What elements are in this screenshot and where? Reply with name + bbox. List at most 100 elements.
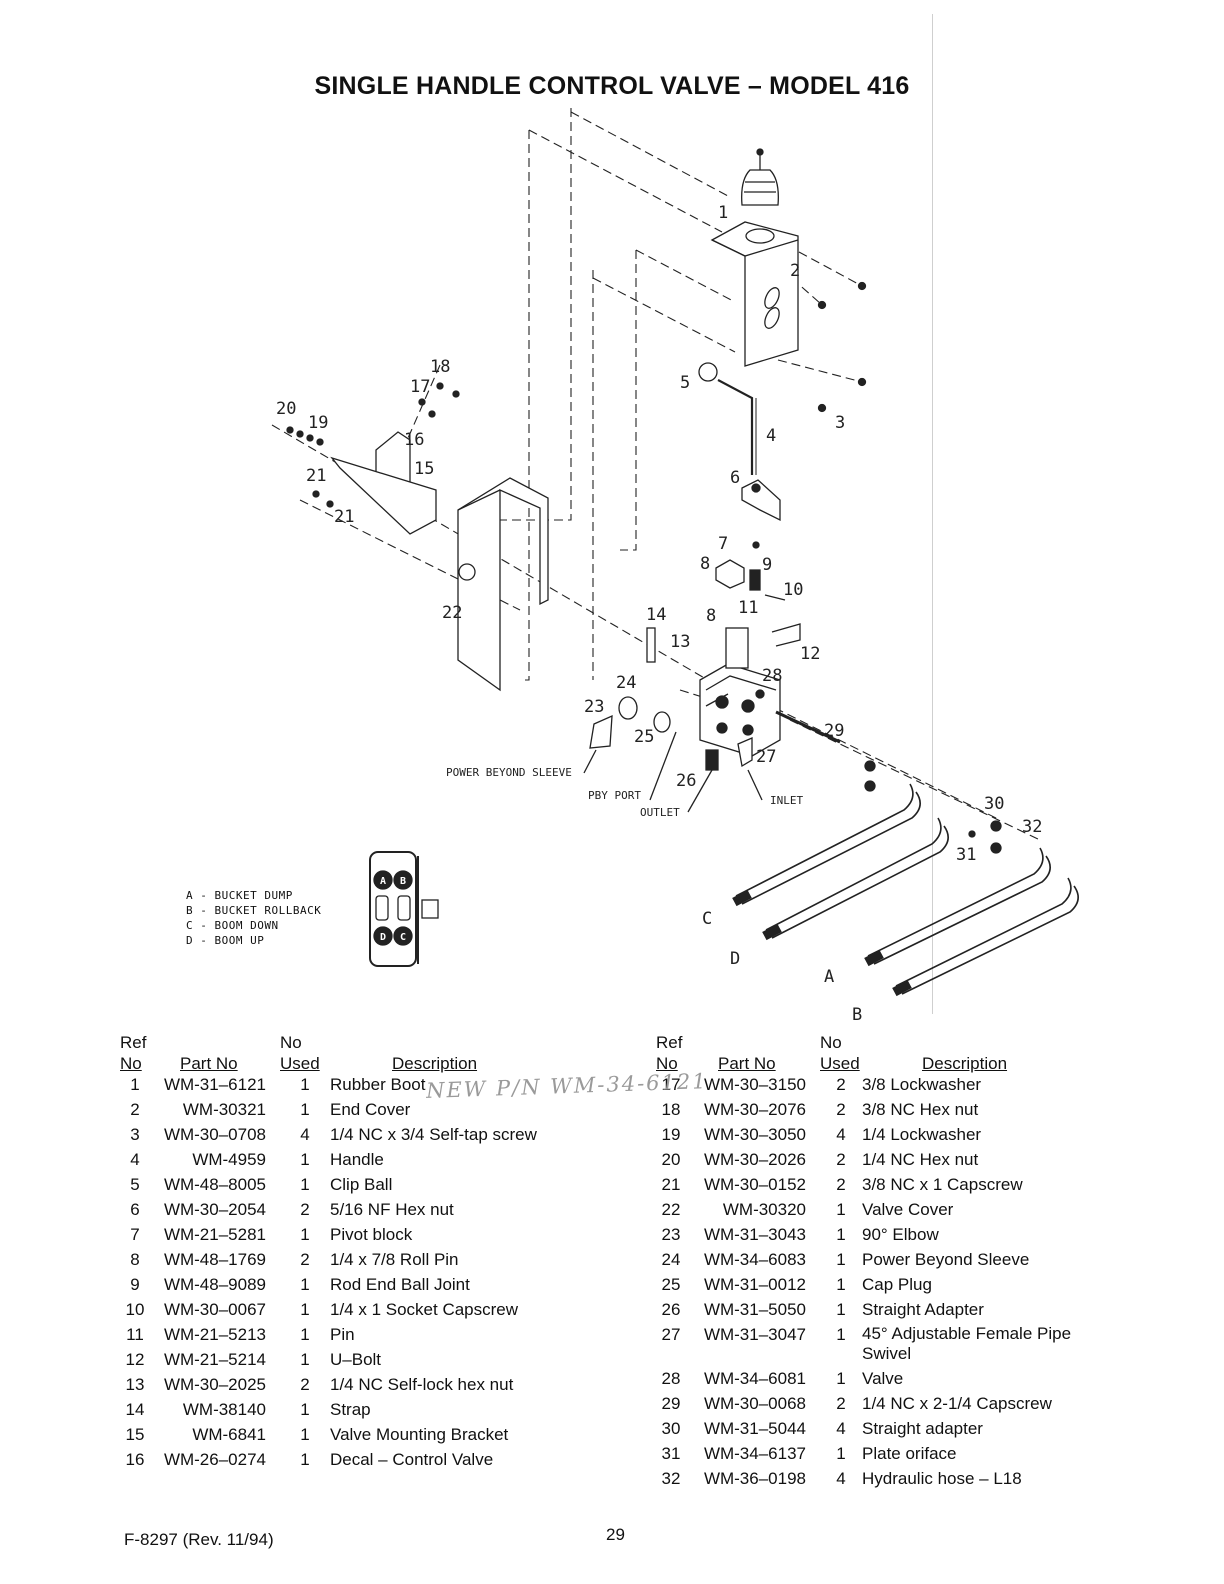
quantity-cell: 2 [300, 1250, 310, 1269]
quantity-cell: 1 [836, 1225, 846, 1244]
quantity-cell: 2 [836, 1394, 846, 1413]
description-cell: Hydraulic hose – L18 [862, 1469, 1022, 1488]
scan-fold-line [932, 14, 933, 1014]
quantity-cell: 1 [300, 1300, 310, 1319]
description-cell: Valve [862, 1369, 904, 1388]
header-no-top: No [820, 1033, 842, 1052]
description-cell: Decal – Control Valve [330, 1450, 494, 1469]
quantity-cell: 1 [300, 1425, 310, 1444]
callout-25: 25 [634, 727, 654, 747]
callout-2: 2 [790, 261, 800, 281]
part-number-cell: WM-30–2026 [703, 1150, 806, 1169]
description-cell: End Cover [330, 1100, 411, 1119]
quantity-cell: 1 [836, 1325, 846, 1344]
legend-item: D - BOOM UP [186, 934, 265, 947]
ref-cell: 2 [130, 1100, 140, 1119]
part-number-cell: WM-34–6083 [703, 1250, 806, 1269]
header-ref-top: Ref [120, 1033, 147, 1052]
description-cell: Clip Ball [330, 1175, 393, 1194]
description-cell: Strap [330, 1400, 371, 1419]
quantity-cell: 1 [836, 1369, 846, 1388]
part-number-cell: WM-21–5213 [163, 1325, 266, 1344]
description-cell: 1/4 NC Self-lock hex nut [330, 1375, 514, 1394]
part-number-cell: WM-31–0012 [703, 1275, 806, 1294]
description-cell: 5/16 NF Hex nut [330, 1200, 454, 1219]
ref-cell: 27 [661, 1325, 681, 1344]
callout-19: 19 [308, 413, 328, 433]
part-number-cell: WM-26–0274 [163, 1450, 266, 1469]
callout-23: 23 [584, 697, 604, 717]
part-number-cell: WM-6841 [192, 1425, 266, 1444]
callout-24: 24 [616, 673, 636, 693]
callout-10: 10 [783, 580, 803, 600]
plate-letter-c: C [400, 932, 406, 943]
part-number-cell: WM-30–2076 [703, 1100, 806, 1119]
quantity-cell: 4 [836, 1125, 846, 1144]
ref-cell: 16 [125, 1450, 145, 1469]
quantity-cell: 1 [300, 1225, 310, 1244]
description-cell: 90° Elbow [862, 1225, 939, 1244]
description-cell: Cap Plug [862, 1275, 932, 1294]
part-number-cell: WM-34–6081 [703, 1369, 806, 1388]
ref-cell: 30 [661, 1419, 681, 1438]
header-ref-no: No [656, 1054, 678, 1073]
callout-14: 14 [646, 605, 666, 625]
ref-cell: 3 [130, 1125, 140, 1144]
callout-16: 16 [404, 430, 424, 450]
label-pby-port: PBY PORT [588, 789, 641, 802]
ref-cell: 4 [130, 1150, 140, 1169]
header-used: Used [280, 1054, 320, 1073]
page-title: SINGLE HANDLE CONTROL VALVE – MODEL 416 [314, 72, 910, 100]
label-power-beyond-sleeve: POWER BEYOND SLEEVE [446, 766, 572, 779]
description-cell: 1/4 NC Hex nut [862, 1150, 979, 1169]
part-number-cell: WM-4959 [192, 1150, 266, 1169]
header-part-no: Part No [718, 1054, 776, 1073]
part-number-cell: WM-31–5044 [703, 1419, 806, 1438]
callout-17: 17 [410, 377, 430, 397]
quantity-cell: 2 [836, 1100, 846, 1119]
ref-cell: 17 [661, 1075, 681, 1094]
header-used: Used [820, 1054, 860, 1073]
ref-cell: 31 [661, 1444, 681, 1463]
quantity-cell: 4 [300, 1125, 310, 1144]
table-row: 25 WM-31–0012 1 Cap Plug [656, 1274, 1112, 1299]
part-number-cell: WM-31–5050 [703, 1300, 806, 1319]
description-cell: Plate oriface [862, 1444, 957, 1463]
quantity-cell: 1 [836, 1250, 846, 1269]
part-number-cell: WM-30–3150 [703, 1075, 806, 1094]
callout-9: 9 [762, 555, 772, 575]
description-cell: Rubber Boot [330, 1075, 426, 1094]
callout-27: 27 [756, 747, 776, 767]
ref-cell: 5 [130, 1175, 140, 1194]
quantity-cell: 1 [300, 1450, 310, 1469]
description-cell: Handle [330, 1150, 384, 1169]
description-cell: Pin [330, 1325, 355, 1344]
description-cell: Straight Adapter [862, 1300, 984, 1319]
hose-label-d: D [730, 949, 740, 969]
quantity-cell: 2 [836, 1075, 846, 1094]
quantity-cell: 1 [836, 1275, 846, 1294]
callout-22: 22 [442, 603, 462, 623]
ref-cell: 25 [661, 1275, 681, 1294]
function-legend: A - BUCKET DUMP B - BUCKET ROLLBACK C - … [186, 888, 321, 948]
callout-29: 29 [824, 721, 844, 741]
description-cell: U–Bolt [330, 1350, 382, 1369]
callout-4: 4 [766, 426, 776, 446]
description-cell: 3/8 Lockwasher [862, 1075, 982, 1094]
header-no-top: No [280, 1033, 302, 1052]
plate-letter-d: D [380, 932, 386, 943]
callout-30: 30 [984, 794, 1004, 814]
callout-11: 11 [738, 598, 758, 618]
description-cell: Valve Cover [862, 1200, 954, 1219]
